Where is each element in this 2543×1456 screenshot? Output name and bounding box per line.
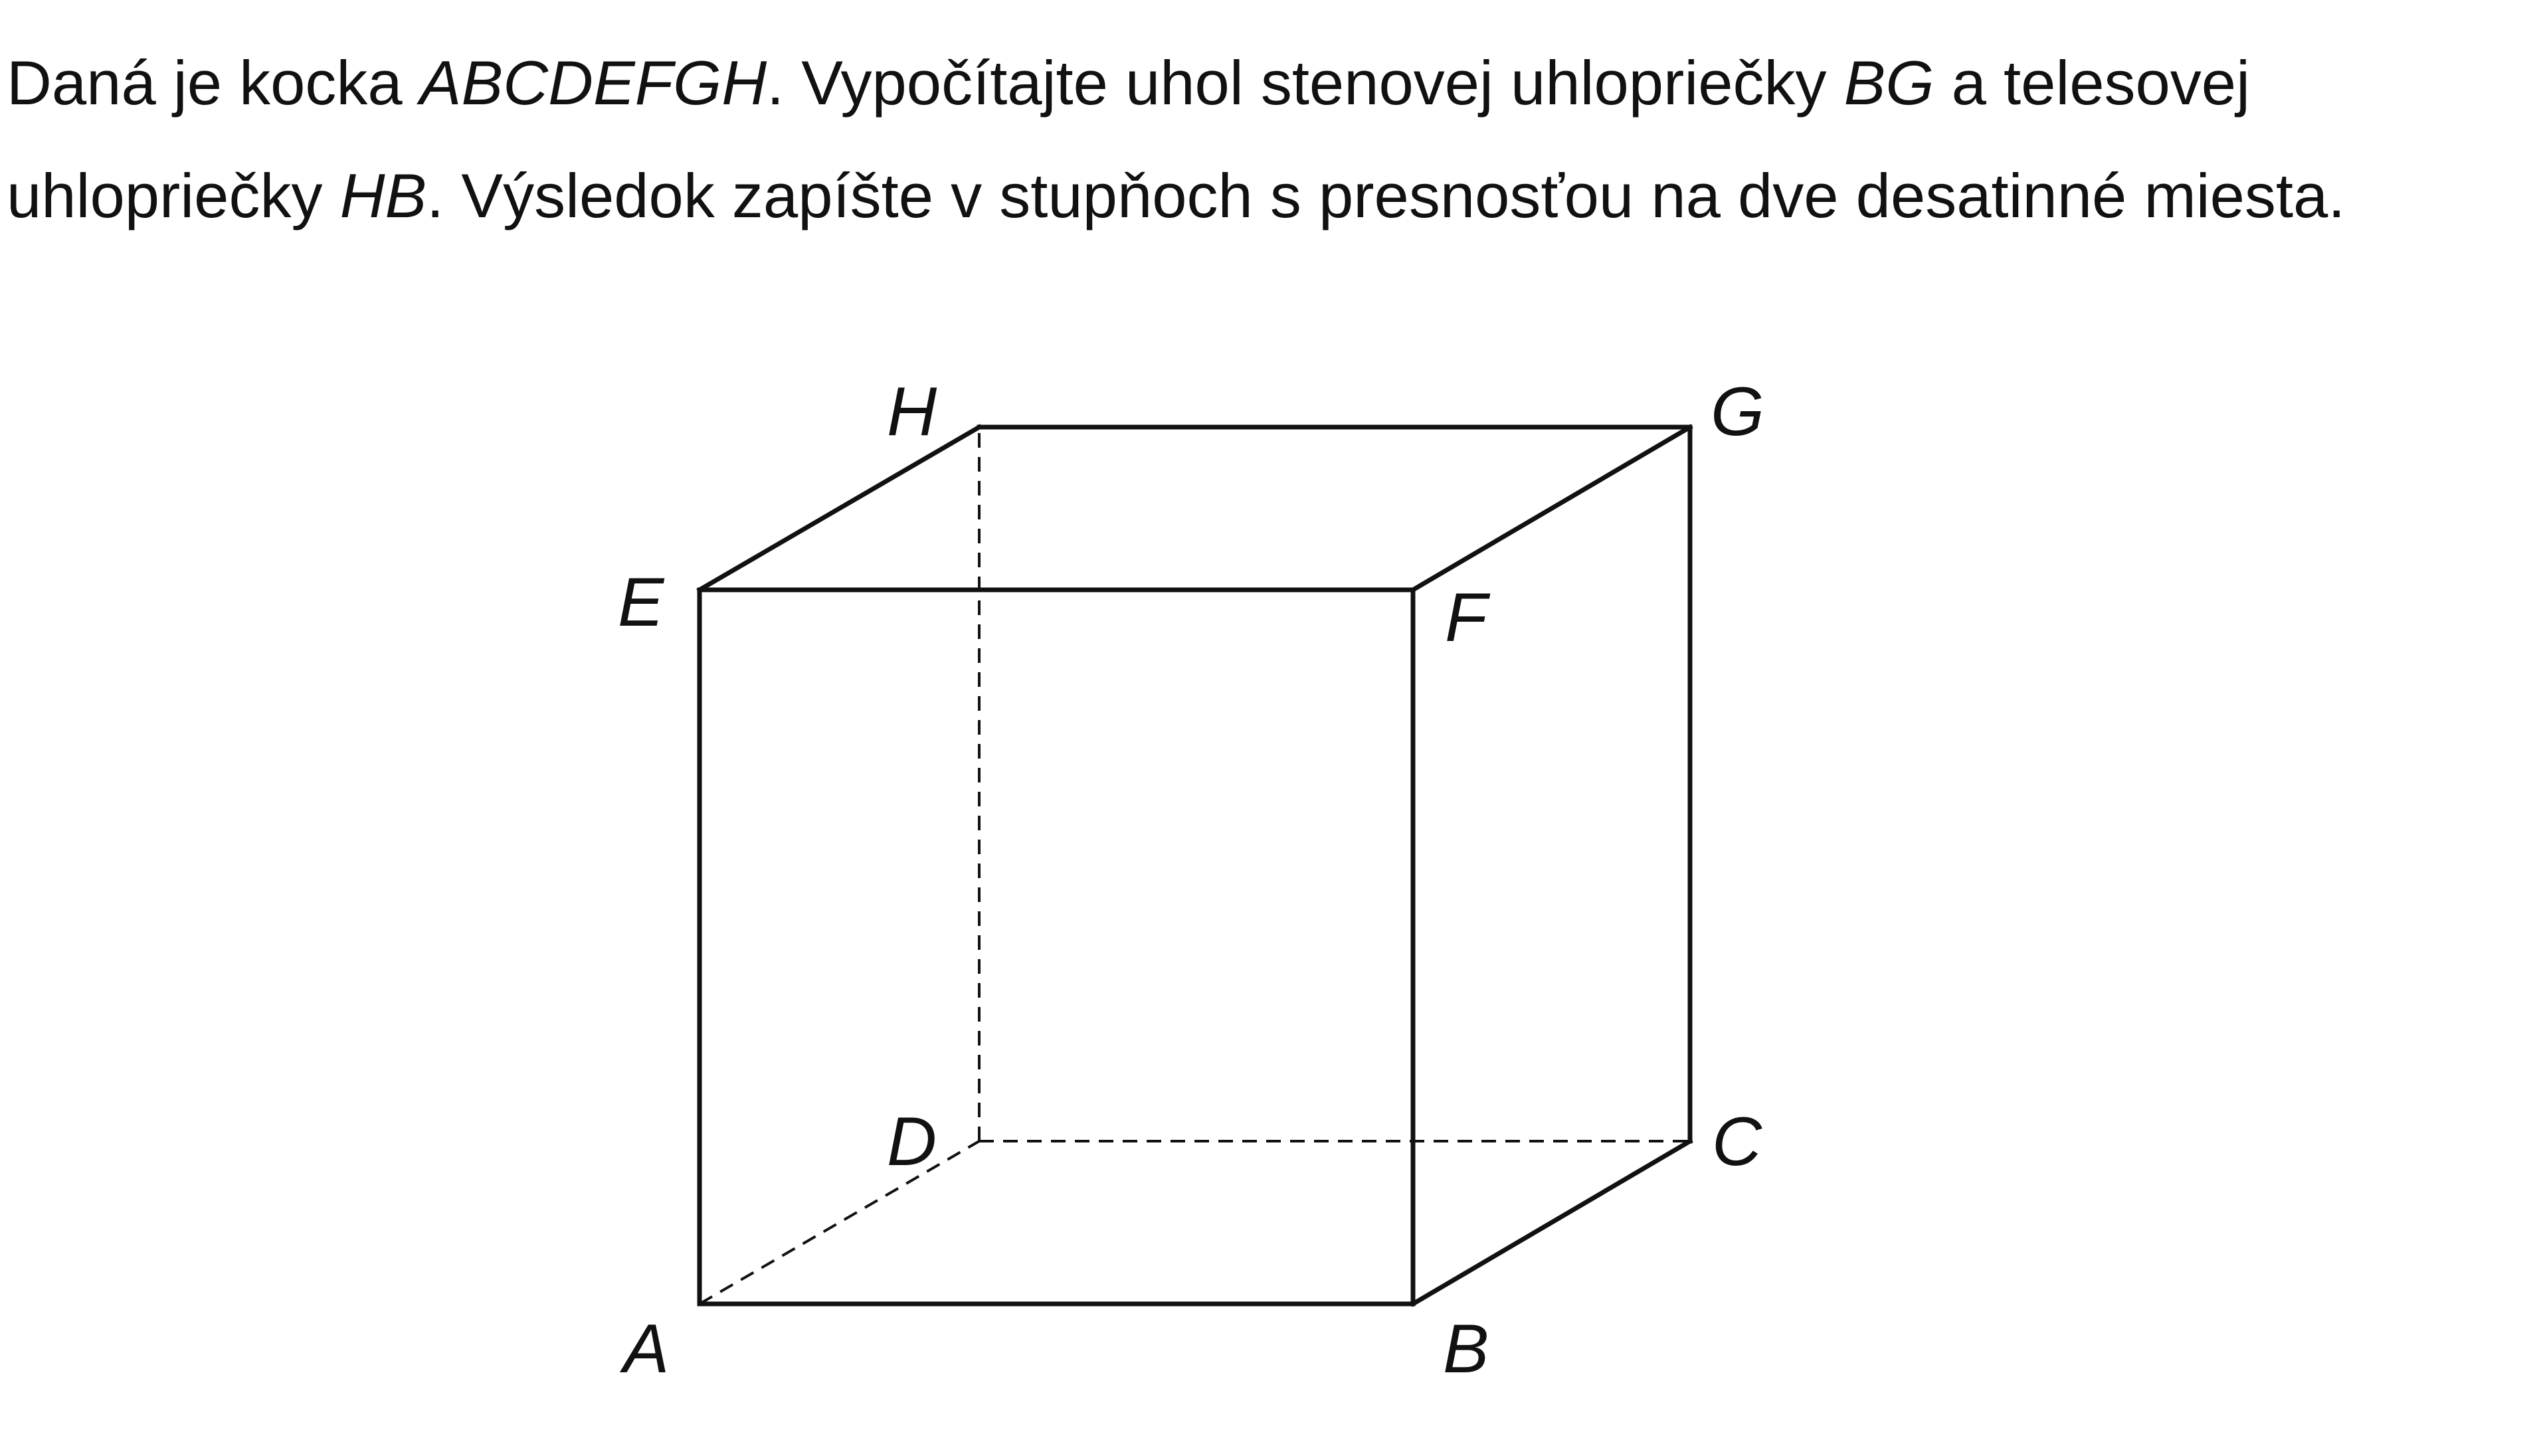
problem-text: a telesovej (1934, 48, 2250, 118)
problem-line-1: Daná je kocka ABCDEFGH. Vypočítajte uhol… (7, 27, 2518, 139)
vertex-label-E: E (618, 564, 665, 641)
problem-statement: Daná je kocka ABCDEFGH. Vypočítajte uhol… (7, 27, 2518, 252)
vertex-label-C: C (1712, 1103, 1762, 1180)
problem-line-2: uhlopriečky HB. Výsledok zapíšte v stupň… (7, 139, 2518, 252)
problem-text: . Výsledok zapíšte v stupňoch s presnosť… (426, 161, 2346, 230)
problem-text: uhlopriečky (7, 161, 340, 230)
vertex-label-B: B (1443, 1311, 1489, 1388)
problem-text: Daná je kocka (7, 48, 420, 118)
problem-text: . Vypočítajte uhol stenovej uhlopriečky (767, 48, 1844, 118)
edge-BC (1410, 1138, 1693, 1307)
vertex-label-F: F (1445, 579, 1491, 656)
edge-FG (1410, 424, 1693, 593)
edge-HE (696, 424, 983, 593)
vertex-label-H: H (887, 373, 937, 450)
cube-name: ABCDEFGH (419, 48, 767, 118)
space-diagonal-name: HB (339, 161, 427, 230)
vertex-label-G: G (1711, 373, 1764, 450)
vertex-label-D: D (887, 1103, 937, 1180)
vertex-label-A: A (619, 1311, 669, 1388)
face-diagonal-name: BG (1843, 48, 1934, 118)
edge-AD (698, 1140, 981, 1305)
